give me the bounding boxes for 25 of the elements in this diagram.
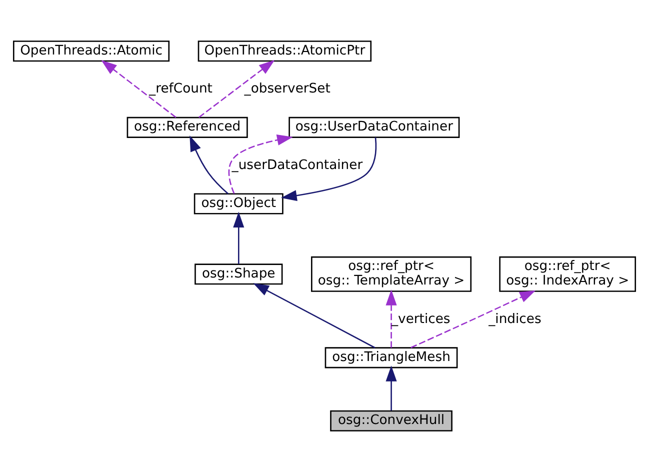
arrow: [101, 60, 176, 118]
edge-label: _vertices: [391, 312, 450, 327]
node-box: osg::ref_ptr< osg:: TemplateArray >: [311, 256, 472, 292]
arrow: [198, 60, 275, 118]
node-box: osg::Object: [194, 193, 284, 214]
arrow: [190, 136, 229, 194]
node-box: OpenThreads::Atomic: [12, 40, 170, 62]
node-box: osg::Referenced: [126, 116, 248, 138]
edge-label: _userDataContainer: [232, 158, 363, 173]
edge-label: _indices: [488, 312, 542, 327]
arrow: [281, 137, 377, 202]
arrow: [386, 366, 397, 411]
node-box: osg::Shape: [194, 264, 283, 285]
node-box: OpenThreads::AtomicPtr: [198, 40, 372, 62]
arrow: [253, 283, 376, 348]
edge-label: _observerSet: [244, 82, 330, 97]
arrow: [410, 290, 536, 348]
node-box: osg::ConvexHull: [330, 410, 452, 432]
arrow: [228, 134, 293, 194]
node-box: osg::UserDataContainer: [288, 116, 460, 138]
edge-label: _refCount: [149, 82, 212, 97]
arrow: [233, 212, 244, 264]
node-box: osg::ref_ptr< osg:: IndexArray >: [499, 256, 636, 292]
node-box: osg::TriangleMesh: [324, 347, 458, 368]
arrow: [386, 290, 397, 348]
